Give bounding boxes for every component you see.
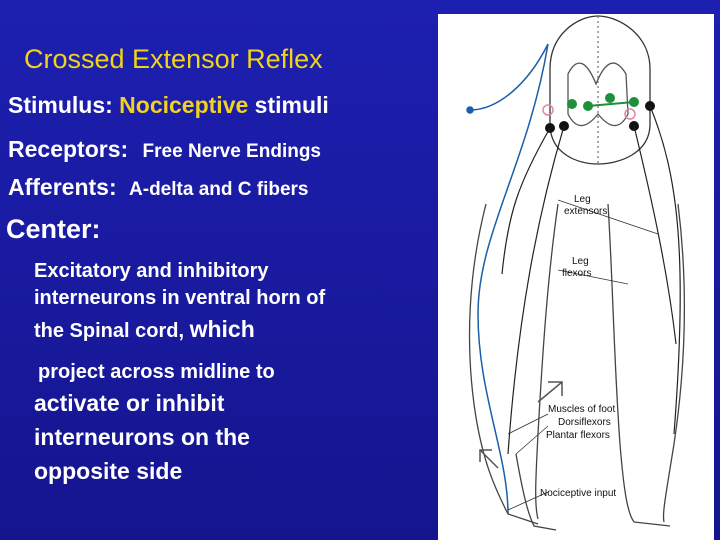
legs-outline — [468, 203, 686, 531]
body-line-4: project across midline to — [38, 361, 275, 383]
afferent-fiber — [466, 43, 549, 515]
body-line-6: interneurons on the — [34, 424, 250, 450]
body-line-7: opposite side — [34, 458, 183, 484]
body-line-3-which: which — [189, 316, 255, 342]
stimulus-label: Stimulus: — [8, 92, 113, 118]
label-leg-flexors-1: Leg — [572, 256, 589, 267]
direction-arrows — [479, 381, 563, 469]
label-leg-extensors-2: extensors — [564, 206, 607, 217]
label-leg-extensors-1: Leg — [574, 194, 591, 205]
afferents-label: Afferents: — [8, 174, 117, 200]
slide-title: Crossed Extensor Reflex — [24, 44, 323, 74]
body-line-2: interneurons in ventral horn of — [34, 287, 326, 309]
body-line-3: the Spinal cord, which — [34, 316, 255, 344]
body-line-3-text: the Spinal cord, — [34, 320, 190, 342]
label-dorsiflexors: Dorsiflexors — [558, 417, 611, 428]
afferents-line: Afferents: A-delta and C fibers — [8, 174, 309, 201]
spinal-cord-section — [549, 15, 651, 165]
receptors-line: Receptors: Free Nerve Endings — [8, 136, 321, 163]
label-nociceptive-input: Nociceptive input — [540, 488, 616, 499]
afferents-value: A-delta and C fibers — [129, 179, 309, 200]
reflex-diagram: Leg extensors Leg flexors Muscles of foo… — [438, 14, 714, 540]
leader-lines — [507, 199, 659, 511]
center-heading: Center: — [6, 214, 101, 244]
interneurons — [542, 93, 655, 133]
reflex-diagram-svg: Leg extensors Leg flexors Muscles of foo… — [466, 15, 686, 531]
stimulus-rest: stimuli — [248, 92, 329, 118]
label-muscles-of-foot: Muscles of foot — [548, 404, 615, 415]
receptors-label: Receptors: — [8, 136, 129, 162]
body-line-1: Excitatory and inhibitory — [34, 260, 269, 282]
stimulus-line: Stimulus: Nociceptive stimuli — [8, 92, 329, 119]
receptors-value: Free Nerve Endings — [142, 141, 321, 162]
label-leg-flexors-2: flexors — [562, 268, 591, 279]
stimulus-highlight: Nociceptive — [119, 92, 249, 118]
label-plantar-flexors: Plantar flexors — [546, 430, 610, 441]
body-line-5: activate or inhibit — [34, 390, 225, 416]
efferent-nerves — [501, 105, 681, 455]
